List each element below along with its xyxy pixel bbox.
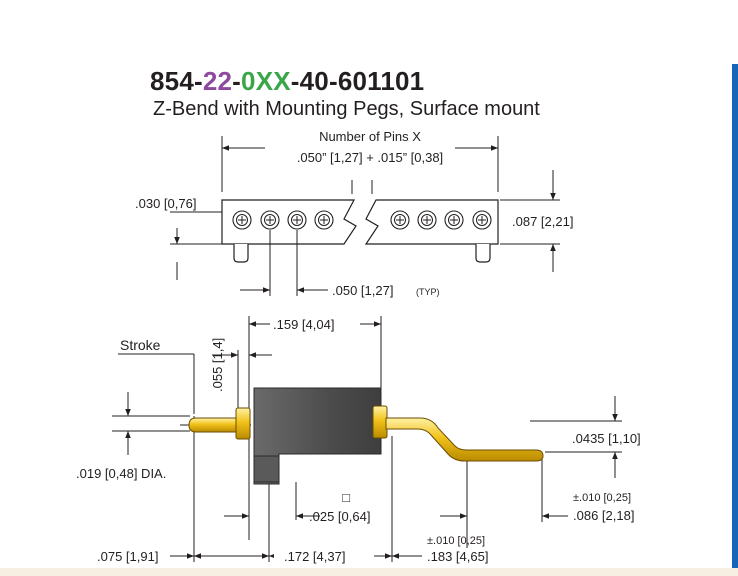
dim-086: .086 [2,18] [573,508,634,523]
tol-183: ±.010 [0,25] [427,535,485,547]
dim-019: .019 [0,48] DIA. [76,466,166,481]
pin-contact [232,210,252,230]
dim-0435: .0435 [1,10] [572,431,641,446]
pin-contact [287,210,307,230]
pin-contact [472,210,492,230]
mask-172 [274,548,374,564]
dim-087: .087 [2,21] [512,214,573,229]
side-view: Stroke .055 [1,4] .159 [4,04] .019 [0,48… [76,316,641,564]
bottom-band [0,568,738,576]
housing [253,387,382,485]
plunger-pin [188,417,242,433]
mounting-peg-left [233,244,249,263]
square-symbol: □ [342,490,350,505]
pitch-note: (TYP) [416,287,440,297]
top-view: Number of Pins X .050” [1,27] + .015” [0… [135,129,573,298]
top-band [0,0,738,10]
pin-contact [390,210,410,230]
dim-030: .030 [0,76] [135,196,196,211]
right-accent-bar [732,64,738,568]
mask-075 [96,548,168,564]
dim-183: .183 [4,65] [427,549,488,564]
plunger-collar [235,407,251,440]
dim-pitch: .050 [1,27] [332,283,393,298]
pin-contact [444,210,464,230]
stroke-label: Stroke [120,337,161,353]
dim-172: .172 [4,37] [284,549,345,564]
mounting-peg-right [475,244,491,263]
dim-159: .159 [4,04] [273,317,334,332]
part-suffix: -40-601101 [290,66,425,96]
part-number-title: 854-22-0XX-40-601101 [150,66,424,97]
dim-075: .075 [1,91] [97,549,158,564]
z-bend-tail [385,417,544,462]
length-formula: .050” [1,27] + .015” [0,38] [297,150,443,165]
pin-contact [260,210,280,230]
mounting-peg-side [253,455,280,483]
dim-055: .055 [1,4] [210,338,225,392]
tol-086: ±.010 [0,25] [573,492,631,504]
pin-contact [314,210,334,230]
subtitle: Z-Bend with Mounting Pegs, Surface mount [153,98,540,120]
pins-label: Number of Pins X [319,129,421,144]
pin-contacts [232,210,492,230]
pin-contact [417,210,437,230]
tail-collar [372,405,388,439]
variant-field: 0XX [241,66,291,96]
part-prefix: 854- [150,66,203,96]
mask-183 [422,548,486,564]
pins-field: 22 [202,66,233,96]
part-dash: - [232,66,242,96]
dim-025: .025 [0,64] [309,509,370,524]
